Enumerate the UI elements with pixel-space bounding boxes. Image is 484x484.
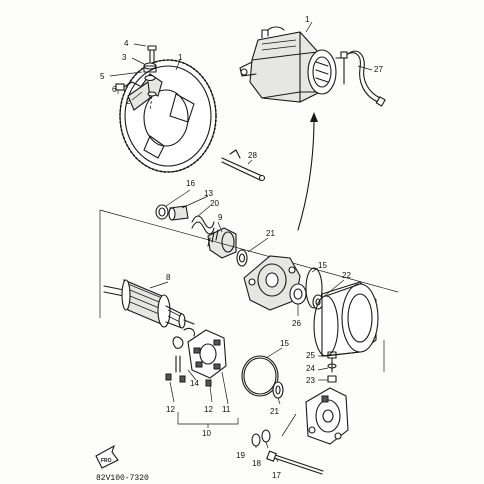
- callout-18: 18: [252, 459, 261, 468]
- drawing-code: 82V100-7320: [96, 474, 149, 483]
- drive-gear-group: [155, 204, 237, 259]
- front-direction-arrow: FRO: [95, 444, 119, 469]
- washer-upper: [236, 249, 248, 267]
- callout-11: 11: [222, 405, 231, 414]
- rod-part: [221, 149, 266, 182]
- callout-27: 27: [374, 65, 383, 74]
- starter-clutch-bolt: [115, 81, 141, 91]
- brush-holder-plate: [187, 329, 227, 379]
- callout-10: 10: [202, 429, 211, 438]
- washer-18: [261, 429, 271, 443]
- callout-19: 19: [236, 451, 245, 460]
- callout-26: 26: [292, 319, 301, 328]
- callout-1-flywheel: 1: [178, 53, 183, 62]
- callout-25: 25: [306, 351, 315, 360]
- callout-21-lower: 21: [270, 407, 279, 416]
- front-cover-bracket: [243, 255, 301, 311]
- callout-12-right: 12: [204, 405, 213, 414]
- callout-12-left: 12: [166, 405, 175, 414]
- callout-leaders: [109, 21, 373, 463]
- leader-to-motor: [297, 117, 315, 231]
- o-ring-large: [305, 267, 323, 309]
- starter-motor-assembly: [239, 26, 345, 103]
- callout-21-upper: 21: [266, 229, 275, 238]
- o-ring-lower: [241, 355, 279, 397]
- callout-numbers: 1 1 4 3 5 6 2 27 28 16 13 20 9 21 15 22 …: [100, 15, 383, 480]
- lead-wire: [340, 50, 386, 107]
- callout-15-lower: 15: [280, 339, 289, 348]
- callout-24: 24: [306, 364, 315, 373]
- callout-13: 13: [204, 189, 213, 198]
- through-bolt-upper: [281, 413, 297, 437]
- group-10-bracket: [177, 412, 239, 428]
- yoke-motor-case: [313, 281, 379, 357]
- callout-20: 20: [210, 199, 219, 208]
- callout-17: 17: [272, 471, 281, 480]
- starter-clutch-gear: [119, 59, 217, 173]
- callout-23: 23: [306, 376, 315, 385]
- callout-22: 22: [342, 271, 351, 280]
- callout-5: 5: [100, 72, 105, 81]
- callout-3: 3: [122, 53, 127, 62]
- terminal-nut-stack: [327, 351, 337, 383]
- arrow-head: [310, 112, 318, 122]
- front-arrow-label: FRO: [101, 458, 112, 464]
- callout-1-top: 1: [305, 15, 310, 24]
- callout-9: 9: [218, 213, 223, 222]
- flywheel-bolt-stack: [143, 45, 157, 111]
- callout-15-upper: 15: [318, 261, 327, 270]
- armature: [103, 279, 195, 329]
- callout-16: 16: [186, 179, 195, 188]
- washer-lower: [272, 381, 284, 399]
- callout-4: 4: [124, 39, 129, 48]
- callout-6: 6: [112, 85, 117, 94]
- callout-28: 28: [248, 151, 257, 160]
- through-bolt: [266, 450, 324, 475]
- brush-springs: [165, 327, 212, 387]
- rear-end-cover: [305, 387, 349, 445]
- callout-2: 2: [126, 97, 131, 106]
- callout-8: 8: [166, 273, 171, 282]
- o-ring-small: [289, 283, 307, 305]
- washer-19: [251, 433, 261, 447]
- callout-14: 14: [190, 379, 199, 388]
